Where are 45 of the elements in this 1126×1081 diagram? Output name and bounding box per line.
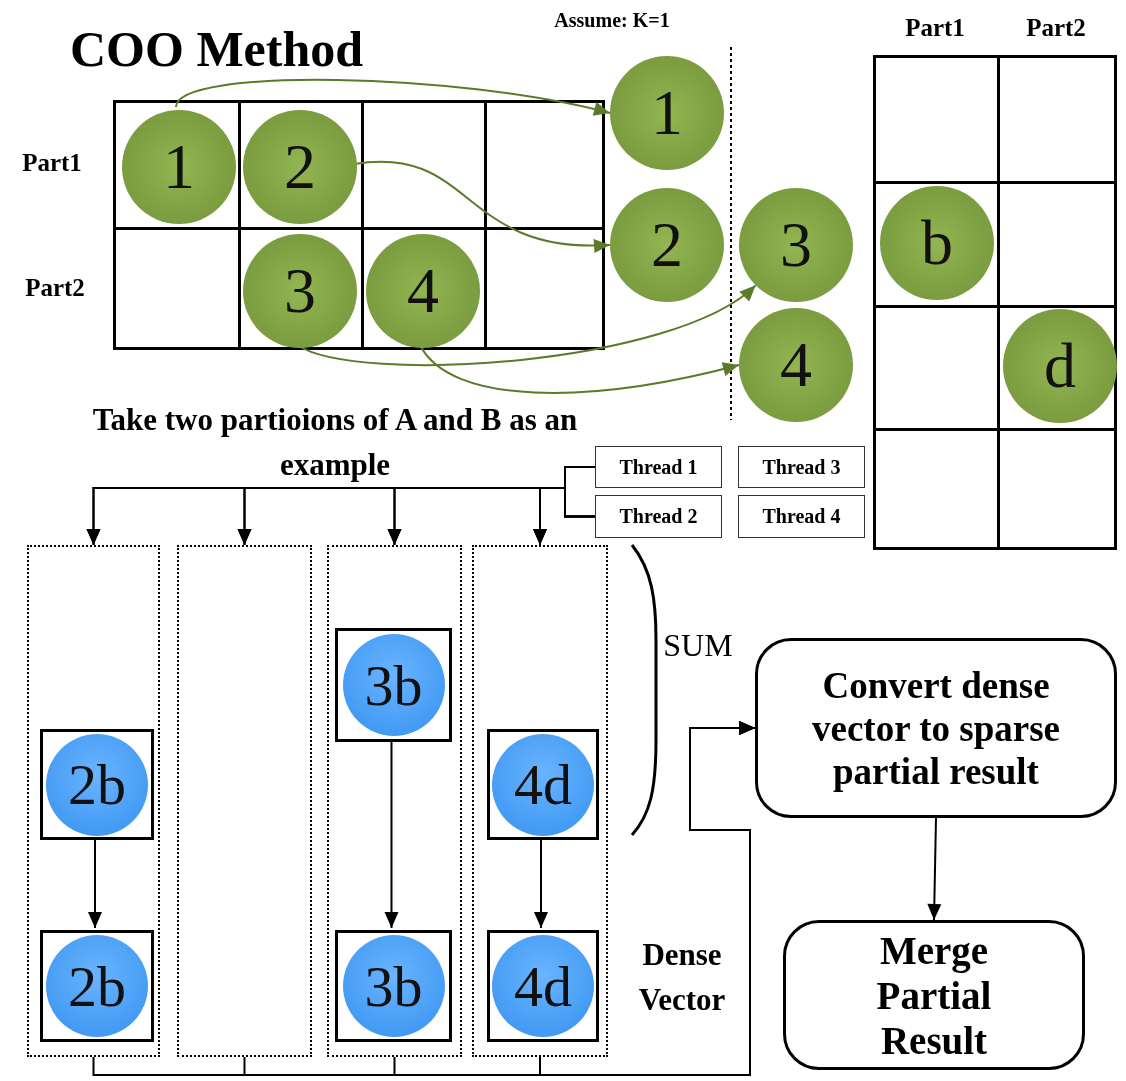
arrow [533,487,596,546]
element-circle: 3 [739,188,853,302]
product-box [335,628,452,742]
matrix-grid [873,55,1117,550]
thread-column [472,545,608,1057]
diagram-title: COO Method [70,20,364,78]
product-circle: 3b [342,935,445,1037]
row-label: Part1 [22,149,82,177]
thread-box: Thread 1 [595,446,722,488]
product-box [40,930,154,1042]
element-circle: d [1003,309,1117,423]
product-circle: 2b [46,935,148,1037]
process-box: Convert dense vector to sparse partial result [755,638,1117,818]
arrow [927,817,942,921]
element-circle: 4 [739,308,853,422]
sum-label: SUM [663,626,733,664]
process-box: Merge Partial Result [783,920,1085,1070]
matrix-grid [113,100,605,350]
column-label: Part1 [905,14,965,42]
row-label: Part2 [25,274,85,302]
product-circle: 4d [492,935,594,1037]
product-circle: 4d [492,733,594,836]
element-circle: b [880,186,994,300]
thread-column [27,545,160,1057]
note-text: Assume: K=1 [554,8,670,32]
element-circle: 4 [366,234,480,348]
thread-column [327,545,462,1057]
element-circle: 1 [610,56,724,170]
element-circle: 3 [243,234,357,348]
heading-text: Take two partioions of A and B as an example [91,401,579,484]
product-box [40,729,154,840]
element-circle: 1 [122,110,236,224]
thread-box: Thread 3 [738,446,865,488]
column-label: Part2 [1026,14,1086,42]
element-circle: 2 [243,110,357,224]
arrow [539,721,756,1076]
product-circle: 3b [342,634,445,736]
product-circle: 2b [46,733,148,836]
thread-box: Thread 2 [595,495,722,538]
thread-box: Thread 4 [738,495,865,538]
arrow [175,79,611,117]
product-box [335,930,452,1042]
side-label: Dense Vector [637,936,727,1019]
thread-column [177,545,312,1057]
element-circle: 2 [610,188,724,302]
